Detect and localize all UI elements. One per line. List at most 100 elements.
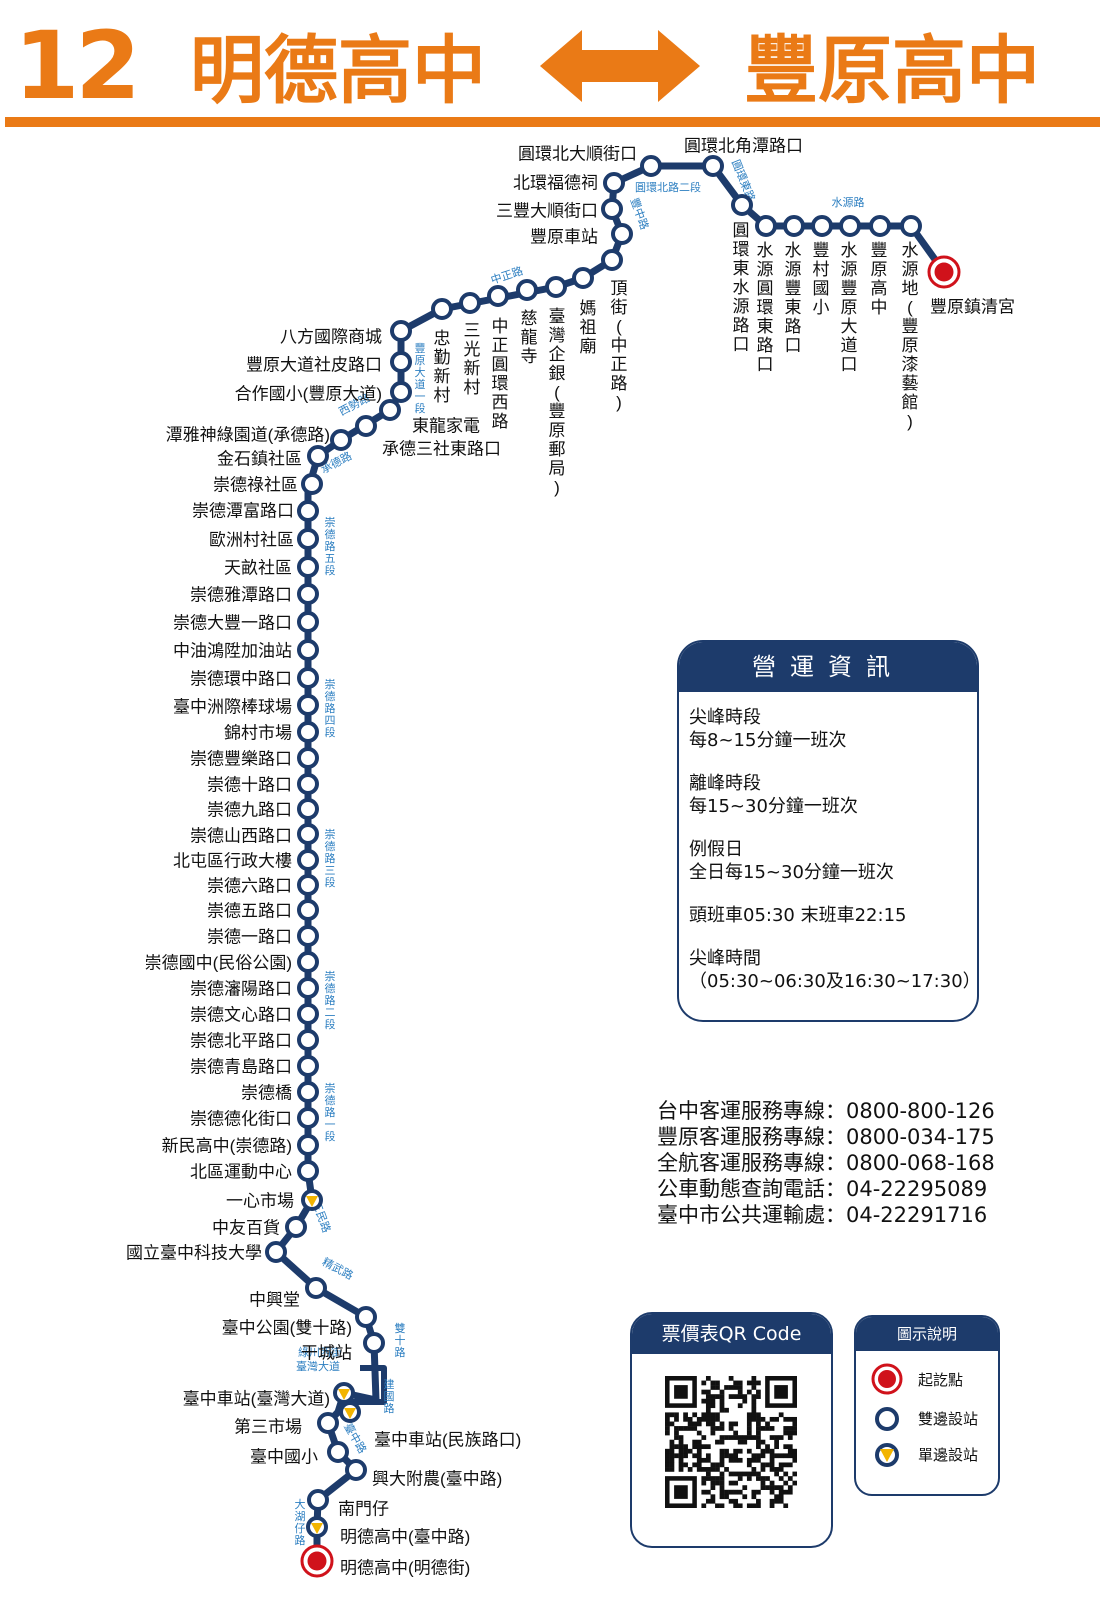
- two-sided-stop-icon: [839, 215, 861, 237]
- route-stop[interactable]: 三豐大順街口: [496, 198, 623, 220]
- route-stop[interactable]: 干城站: [301, 1332, 385, 1362]
- route-stop[interactable]: 豐原大道社皮路口: [246, 351, 412, 374]
- route-stop[interactable]: 圓環東水源路口: [731, 194, 753, 354]
- route-stop[interactable]: 臺灣企銀(豐原郵局): [545, 276, 567, 497]
- stop-label: 崇德橋: [241, 1083, 292, 1102]
- route-stop[interactable]: 中興堂: [249, 1277, 327, 1309]
- route-stop[interactable]: 東龍家電: [379, 399, 480, 435]
- stop-label: 崇德祿社區: [213, 475, 298, 494]
- route-stop[interactable]: 崇德九路口: [207, 798, 319, 820]
- route-stop[interactable]: 臺中公園(雙十路): [222, 1306, 377, 1337]
- route-stop[interactable]: 水源地(豐原漆藝館): [900, 215, 922, 431]
- route-stop[interactable]: 崇德環中路口: [190, 667, 319, 689]
- route-stop[interactable]: 豐原車站: [530, 223, 633, 246]
- route-stop[interactable]: 水源圓環東路口: [755, 215, 777, 374]
- stop-label: 豐原高中: [871, 241, 888, 317]
- stop-label: 圓環北大順街口: [518, 144, 637, 163]
- route-stop[interactable]: 三光新村: [459, 292, 481, 397]
- stop-label: 中友百貨: [212, 1218, 280, 1237]
- route-stop[interactable]: 崇德豐樂路口: [190, 747, 319, 769]
- two-sided-stop-icon: [297, 874, 319, 896]
- route-stop[interactable]: 崇德祿社區: [213, 473, 323, 495]
- route-stop[interactable]: 北屯區行政大樓: [173, 849, 319, 871]
- route-stop[interactable]: 金石鎮社區: [217, 445, 329, 468]
- route-stop[interactable]: 忠勤新村: [431, 298, 453, 405]
- route-stop[interactable]: 崇德六路口: [207, 874, 319, 896]
- route-stop[interactable]: 豐村國小: [811, 215, 833, 317]
- route-stop[interactable]: 八方國際商城: [280, 320, 412, 346]
- two-sided-stop-icon: [330, 429, 352, 451]
- route-stop[interactable]: 一心市場: [226, 1189, 323, 1211]
- route-stop[interactable]: 慈龍寺: [516, 279, 538, 366]
- two-sided-stop-icon: [297, 556, 319, 578]
- route-stop[interactable]: 臺中國小: [250, 1441, 349, 1466]
- route-stop[interactable]: 圓環北大順街口: [518, 144, 662, 177]
- route-stop[interactable]: 錦村市場: [224, 721, 319, 743]
- route-stop[interactable]: 崇德瀋陽路口: [190, 977, 319, 999]
- route-stop[interactable]: 崇德文心路口: [190, 1003, 319, 1025]
- route-stop[interactable]: 中正圓環西路: [487, 285, 509, 431]
- qr-code[interactable]: [665, 1376, 797, 1508]
- route-stop[interactable]: 豐原高中: [869, 215, 891, 317]
- route-stop[interactable]: 第三市場: [234, 1412, 339, 1436]
- route-stop[interactable]: 臺中洲際棒球場: [173, 694, 319, 716]
- route-stop[interactable]: 中油鴻陞加油站: [173, 639, 319, 661]
- route-stop[interactable]: 崇德大豐一路口: [173, 611, 319, 633]
- route-stop[interactable]: 崇德橋: [241, 1081, 319, 1103]
- route-stop[interactable]: 崇德雅潭路口: [190, 583, 319, 605]
- two-sided-stop-icon: [297, 583, 319, 605]
- route-stop[interactable]: 國立臺中科技大學: [126, 1241, 287, 1263]
- hotline-row: 全航客運服務專線：0800-068-168: [657, 1150, 995, 1176]
- hotline-number[interactable]: 0800-800-126: [846, 1099, 995, 1123]
- route-stop[interactable]: 崇德青島路口: [190, 1055, 319, 1077]
- stop-label: 一心市場: [226, 1191, 294, 1210]
- route-stop[interactable]: 天畝社區: [224, 556, 319, 578]
- route-stop[interactable]: 圓環北角潭路口: [684, 136, 803, 177]
- road-label: 崇德路三段: [325, 828, 336, 889]
- route-stop[interactable]: 崇德五路口: [207, 899, 319, 921]
- legend-both-label: 雙邊設站: [918, 1410, 979, 1428]
- two-sided-stop-icon: [783, 215, 805, 237]
- route-stop[interactable]: 媽祖廟: [572, 267, 597, 356]
- route-stop[interactable]: 歐洲村社區: [209, 528, 319, 550]
- two-sided-stop-icon: [265, 1241, 287, 1263]
- route-stop[interactable]: 崇德國中(民俗公園): [145, 951, 319, 973]
- direction-arrow-icon: [311, 1523, 323, 1534]
- route-stop[interactable]: 崇德十路口: [207, 773, 319, 795]
- route-stop[interactable]: 崇德潭富路口: [192, 500, 319, 522]
- route-stop[interactable]: 興大附農(臺中路): [345, 1459, 502, 1488]
- hotline-number[interactable]: 04-22291716: [846, 1203, 988, 1227]
- stop-label: 慈龍寺: [521, 309, 538, 366]
- route-stop[interactable]: 頂街(中正路): [601, 249, 628, 412]
- route-stop[interactable]: 崇德山西路口: [190, 823, 319, 845]
- stop-label: 崇德瀋陽路口: [190, 979, 292, 998]
- hotline-number[interactable]: 04-22295089: [846, 1177, 988, 1201]
- route-stop[interactable]: 臺中車站(臺灣大道): [183, 1382, 355, 1408]
- route-stop[interactable]: 潭雅神綠園道(承德路): [166, 425, 352, 451]
- hotline-number[interactable]: 0800-034-175: [846, 1125, 995, 1149]
- route-stop[interactable]: 明德高中(明德街): [300, 1544, 470, 1578]
- route-stop[interactable]: 臺中車站(民族路口): [339, 1401, 521, 1449]
- stop-label: 東龍家電: [412, 416, 480, 435]
- route-stop[interactable]: 崇德德化街口: [190, 1107, 319, 1129]
- route-stop[interactable]: 水源豐東路口: [783, 215, 805, 355]
- two-sided-stop-icon: [345, 1459, 367, 1481]
- route-stop[interactable]: 北區運動中心: [190, 1160, 319, 1182]
- route-stop[interactable]: 中友百貨: [212, 1216, 307, 1238]
- stop-label: 臺灣企銀(豐原郵局): [549, 307, 566, 497]
- route-stop[interactable]: 南門仔: [307, 1489, 389, 1518]
- route-stop[interactable]: 明德高中(臺中路): [306, 1516, 470, 1546]
- route-stop[interactable]: 承德三社東路口: [355, 415, 501, 458]
- route-stop[interactable]: 北環福德祠: [513, 172, 625, 194]
- route-stop[interactable]: 水源豐原大道口: [839, 215, 861, 374]
- route-stop[interactable]: 崇德一路口: [207, 925, 319, 947]
- route-stop[interactable]: 崇德北平路口: [190, 1029, 319, 1051]
- stop-label: 崇德環中路口: [190, 669, 292, 688]
- route-stop[interactable]: 豐原鎮清宮: [927, 255, 1015, 316]
- route-stop[interactable]: 合作國小(豐原大道): [235, 381, 412, 403]
- two-sided-stop-icon: [355, 415, 377, 437]
- hotline-number[interactable]: 0800-068-168: [846, 1151, 995, 1175]
- route-stop[interactable]: 新民高中(崇德路): [162, 1134, 319, 1156]
- stop-label: 中正圓環西路: [492, 317, 509, 431]
